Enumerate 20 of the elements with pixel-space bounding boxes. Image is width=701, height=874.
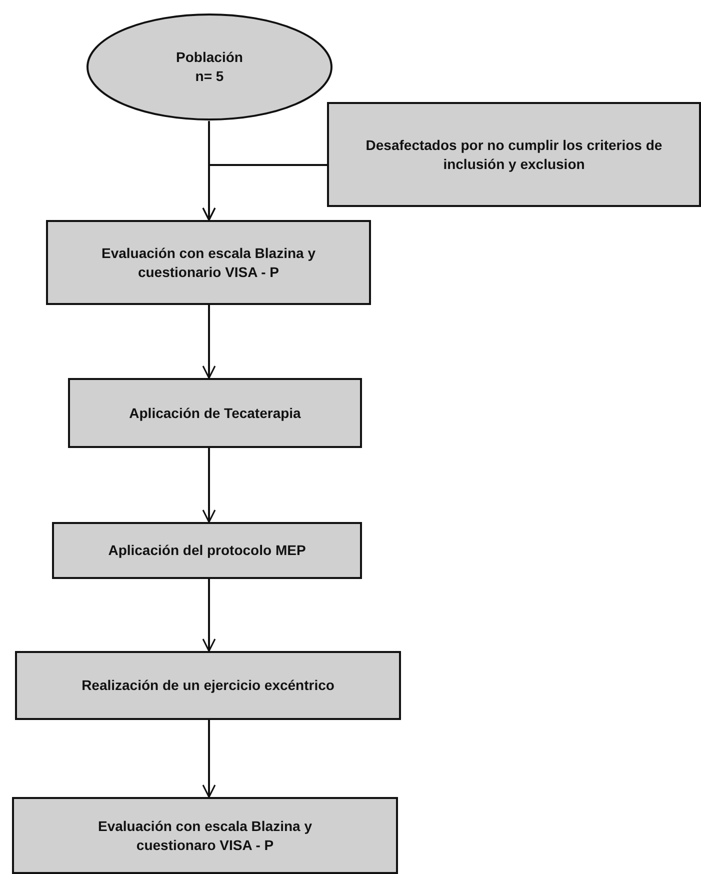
process-box bbox=[15, 651, 401, 720]
process-box bbox=[12, 797, 398, 874]
node-text: Aplicación de Tecaterapia bbox=[129, 404, 301, 422]
arrow bbox=[202, 164, 327, 221]
node-text: Desafectados por no cumplir los criterios de inclusión y exclusion bbox=[364, 136, 664, 174]
arrow bbox=[202, 448, 216, 523]
node-text: n= 5 bbox=[195, 67, 224, 86]
node-text: Evaluación con escala Blazina y cuestionario VISA - P bbox=[100, 244, 316, 282]
node-text: Realización de un ejercicio excéntrico bbox=[82, 676, 334, 695]
arrow bbox=[202, 720, 216, 798]
arrow bbox=[202, 579, 216, 652]
process-box bbox=[327, 102, 701, 207]
process-box bbox=[68, 378, 362, 448]
arrow bbox=[202, 305, 216, 379]
node-text: Evaluación con escala Blazina y cuestionaro VISA - P bbox=[97, 816, 313, 854]
node-text: Aplicación del protocolo MEP bbox=[108, 541, 306, 560]
node-text: Población bbox=[176, 48, 243, 67]
process-box bbox=[46, 220, 371, 305]
terminal-ellipse bbox=[86, 13, 333, 121]
process-box bbox=[52, 522, 362, 579]
